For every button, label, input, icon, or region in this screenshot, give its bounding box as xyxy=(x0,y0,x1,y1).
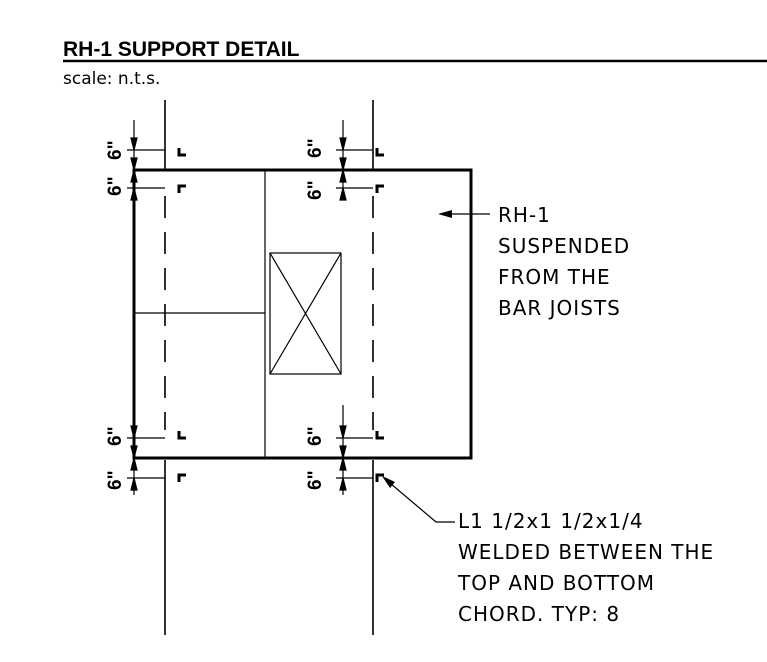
unit-callout-line-1: RH-1 xyxy=(498,203,551,227)
dim-marks-bottom-left xyxy=(127,405,165,495)
dim-label-top-mid-a: 6" xyxy=(305,138,326,158)
dim-marks-top-left xyxy=(127,120,165,201)
angle-callout-line-2: WELDED BETWEEN THE xyxy=(458,540,714,564)
dim-marks-top-mid xyxy=(336,120,373,201)
dim-label-bottom-left-b: 6" xyxy=(105,470,126,490)
dim-label-top-left-b: 6" xyxy=(105,176,126,196)
dim-label-bottom-mid-b: 6" xyxy=(305,470,326,490)
angle-callout-line-4: CHORD. TYP: 8 xyxy=(458,602,620,626)
unit-callout-line-2: SUSPENDED xyxy=(498,234,630,258)
dim-label-bottom-mid-a: 6" xyxy=(305,426,326,446)
angle-callout-line-3: TOP AND BOTTOM xyxy=(457,571,655,595)
unit-callout-line-4: BAR JOISTS xyxy=(498,296,621,320)
angle-leader xyxy=(382,476,455,523)
dim-label-bottom-left-a: 6" xyxy=(105,426,126,446)
dim-marks-bottom-mid xyxy=(336,405,373,495)
angle-clips xyxy=(177,148,384,482)
unit-leader xyxy=(438,210,490,218)
access-panel xyxy=(269,252,342,375)
rh1-unit-outline xyxy=(132,168,473,460)
dim-label-top-mid-b: 6" xyxy=(305,180,326,200)
drawing-title: RH-1 SUPPORT DETAIL xyxy=(63,38,300,61)
scale-note: scale: n.t.s. xyxy=(63,69,160,89)
angle-callout-line-1: L1 1/2x1 1/2x1/4 xyxy=(458,509,644,533)
unit-callout-line-3: FROM THE xyxy=(498,265,611,289)
dim-label-top-left-a: 6" xyxy=(105,140,126,160)
